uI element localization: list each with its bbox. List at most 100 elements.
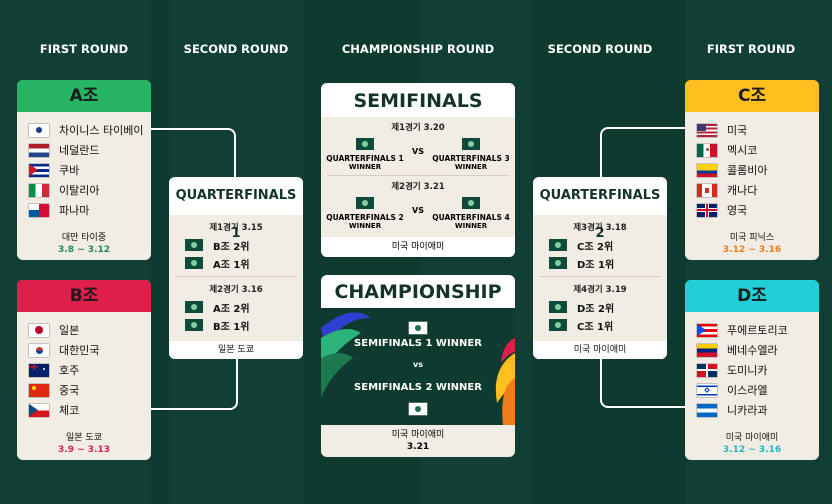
vs-label: VS [412, 206, 424, 215]
divider [539, 276, 661, 277]
team-row: 호주 [29, 360, 151, 380]
game-label: 제1경기 3.15 [209, 223, 263, 233]
flag-mexico-icon [697, 143, 717, 157]
quarterfinals-2-title: QUARTERFINALS 2 [533, 177, 667, 241]
vs-label: VS [412, 147, 424, 156]
team-name: 대한민국 [59, 344, 100, 357]
team-name: 푸에르토리코 [727, 324, 788, 337]
championship-card: CHAMPIONSHIP SEMIFINALS 1 WINNER vs SEMI… [321, 275, 515, 457]
team-name: 체코 [59, 404, 80, 417]
semifinal-slot: QUARTERFINALS 4 WINNER [427, 194, 515, 231]
game-label: 제1경기 3.20 [391, 123, 445, 133]
group-c-dates: 3.12 ~ 3.16 [722, 245, 782, 255]
team-name: 니카라과 [727, 404, 768, 417]
group-c-footer: 미국 피닉스 3.12 ~ 3.16 [685, 232, 819, 256]
game-label: 제4경기 3.19 [573, 285, 627, 295]
match-slot: A조 2위 [169, 298, 303, 316]
winner-label: WINNER [348, 163, 382, 171]
group-c-venue: 미국 피닉스 [729, 233, 775, 243]
group-a-footer: 대만 타이중 3.8 ~ 3.12 [17, 232, 151, 256]
flag-usa-icon [697, 123, 717, 137]
decorative-swirl-icon [321, 312, 515, 425]
match-slot: B조 2위 [169, 236, 303, 254]
semifinals-title: SEMIFINALS [321, 83, 515, 117]
championship-footer: 미국 마이애미 3.21 [321, 425, 515, 457]
team-name: 호주 [59, 364, 80, 377]
group-a-title: A조 [17, 80, 151, 112]
header-championship-round: CHAMPIONSHIP ROUND [341, 42, 495, 56]
flag-australia-icon [29, 363, 49, 377]
wbc-logo-icon [185, 301, 203, 313]
wbc-logo-icon [549, 257, 567, 269]
team-row: 베네수엘라 [697, 340, 819, 360]
divider [175, 276, 297, 277]
team-name: 영국 [727, 204, 748, 217]
header-second-round-right: SECOND ROUND [547, 42, 653, 56]
connector-d-qf2 [600, 358, 686, 408]
group-d-dates: 3.12 ~ 3.16 [722, 445, 782, 455]
team-row: 미국 [697, 120, 819, 140]
flag-china-icon [29, 383, 49, 397]
group-d-footer: 미국 마이애미 3.12 ~ 3.16 [685, 432, 819, 456]
quarterfinals-1-card: QUARTERFINALS 1 제1경기 3.15 B조 2위 A조 1위 제2… [169, 177, 303, 359]
slot-label: QUARTERFINALS 3 [432, 154, 510, 163]
qf2-game-1: 제3경기 3.18 C조 2위 D조 1위 [533, 215, 667, 276]
quarterfinals-2-card: QUARTERFINALS 2 제3경기 3.18 C조 2위 D조 1위 제4… [533, 177, 667, 359]
championship-slot-1 [321, 319, 515, 338]
flag-netherlands-icon [29, 143, 49, 157]
group-c-title: C조 [685, 80, 819, 112]
slot-label: A조 2위 [213, 303, 250, 315]
flag-japan-icon [29, 323, 49, 337]
match-slot: D조 2위 [533, 298, 667, 316]
connector-a-qf1 [150, 128, 236, 182]
slot-label: B조 1위 [213, 321, 250, 333]
flag-uk-icon [697, 203, 717, 217]
team-row: 중국 [29, 380, 151, 400]
flag-canada-icon [697, 183, 717, 197]
wbc-logo-icon [409, 322, 427, 334]
header-first-round-left: FIRST ROUND [39, 42, 129, 56]
header-second-round-left: SECOND ROUND [183, 42, 289, 56]
header-first-round-right: FIRST ROUND [706, 42, 796, 56]
qf2-game-2: 제4경기 3.19 D조 2위 C조 1위 [533, 277, 667, 338]
team-row: 네덜란드 [29, 140, 151, 160]
wbc-logo-icon [356, 197, 374, 209]
flag-czech-icon [29, 403, 49, 417]
wbc-logo-icon [356, 138, 374, 150]
team-row: 캐나다 [697, 180, 819, 200]
group-b-card: B조 일본 대한민국 호주 중국 체코 일본 도쿄 3.9 ~ 3.13 [17, 280, 151, 460]
game-label: 제2경기 3.21 [391, 182, 445, 192]
semifinals-venue: 미국 마이애미 [321, 237, 515, 257]
team-row: 대한민국 [29, 340, 151, 360]
team-row: 차이니스 타이베이 [29, 120, 151, 140]
team-name: 네덜란드 [59, 144, 100, 157]
team-name: 차이니스 타이베이 [59, 124, 144, 137]
team-row: 쿠바 [29, 160, 151, 180]
wbc-logo-icon [185, 257, 203, 269]
wbc-logo-icon [185, 239, 203, 251]
match-slot: C조 1위 [533, 316, 667, 334]
flag-colombia-icon [697, 163, 717, 177]
flag-israel-icon [697, 383, 717, 397]
wbc-logo-icon [549, 239, 567, 251]
match-slot: D조 1위 [533, 254, 667, 272]
quarterfinals-2-venue: 미국 마이애미 [533, 341, 667, 359]
team-row: 도미니카 [697, 360, 819, 380]
group-d-card: D조 푸에르토리코 베네수엘라 도미니카 이스라엘 니카라과 미국 마이애미 3… [685, 280, 819, 460]
group-b-dates: 3.9 ~ 3.13 [58, 445, 110, 455]
group-a-venue: 대만 타이중 [61, 233, 107, 243]
semifinal-game-2: 제2경기 3.21 QUARTERFINALS 2 WINNER VS QUAR… [321, 176, 515, 234]
team-name: 도미니카 [727, 364, 768, 377]
flag-korea-icon [29, 343, 49, 357]
team-name: 쿠바 [59, 164, 80, 177]
team-row: 이탈리아 [29, 180, 151, 200]
flag-venezuela-icon [697, 343, 717, 357]
championship-date: 3.21 [406, 442, 430, 452]
group-b-title: B조 [17, 280, 151, 312]
wbc-logo-icon [549, 319, 567, 331]
winner-label: WINNER [454, 163, 488, 171]
divider [327, 175, 509, 176]
championship-team-2: SEMIFINALS 2 WINNER [354, 382, 482, 393]
group-a-card: A조 차이니스 타이베이 네덜란드 쿠바 이탈리아 파나마 대만 타이중 3.8… [17, 80, 151, 260]
slot-label: QUARTERFINALS 2 [326, 213, 404, 222]
